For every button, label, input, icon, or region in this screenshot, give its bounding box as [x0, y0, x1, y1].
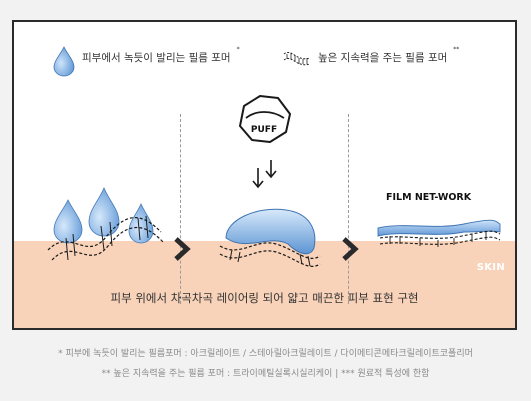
press-arrows-icon [252, 160, 277, 189]
diagram-frame: SKIN 피부에서 녹듯이 발리는 필름 포머 * 높은 지속력을 주는 필름 … [12, 20, 517, 330]
diagram-caption: 피부 위에서 차곡차곡 레이어링 되어 얇고 매끈한 피부 표현 구현 [110, 291, 419, 305]
divider-left [180, 114, 181, 304]
legend-item-film: 높은 지속력을 주는 필름 포머 ** [282, 46, 459, 72]
skin-layer [14, 241, 515, 328]
legend-marker-film: ** [453, 46, 460, 53]
legend-text-film: 높은 지속력을 주는 필름 포머 [318, 52, 448, 64]
legend-item-drop: 피부에서 녹듯이 발리는 필름 포머 * [52, 46, 240, 80]
stage1-drops-illustration [47, 186, 164, 261]
puff-icon [239, 95, 291, 143]
film-network-label: FILM NET-WORK [386, 192, 472, 203]
footnotes: * 피부에 녹듯이 발리는 필름포머 : 아크릴레이트 / 스테아릴아크릴레이트… [0, 344, 531, 384]
arrow-right-2 [342, 237, 359, 261]
footnote-2: ** 높은 지속력을 주는 필름 포머 : 트라이메틸실록시실리케이 | ***… [101, 369, 430, 379]
arrow-right-1 [174, 237, 191, 261]
divider-right [348, 114, 349, 304]
stage3-film-network [377, 219, 501, 247]
stage2-film-blob [219, 208, 321, 267]
water-drop-icon [53, 46, 75, 77]
puff-label: PUFF [250, 125, 278, 135]
legend-text-drop: 피부에서 녹듯이 발리는 필름 포머 [82, 52, 231, 64]
skin-label: SKIN [476, 262, 505, 273]
legend-marker-drop: * [236, 46, 240, 53]
film-strip-icon [283, 52, 311, 66]
footnote-1: * 피부에 녹듯이 발리는 필름포머 : 아크릴레이트 / 스테아릴아크릴레이트… [58, 349, 473, 359]
